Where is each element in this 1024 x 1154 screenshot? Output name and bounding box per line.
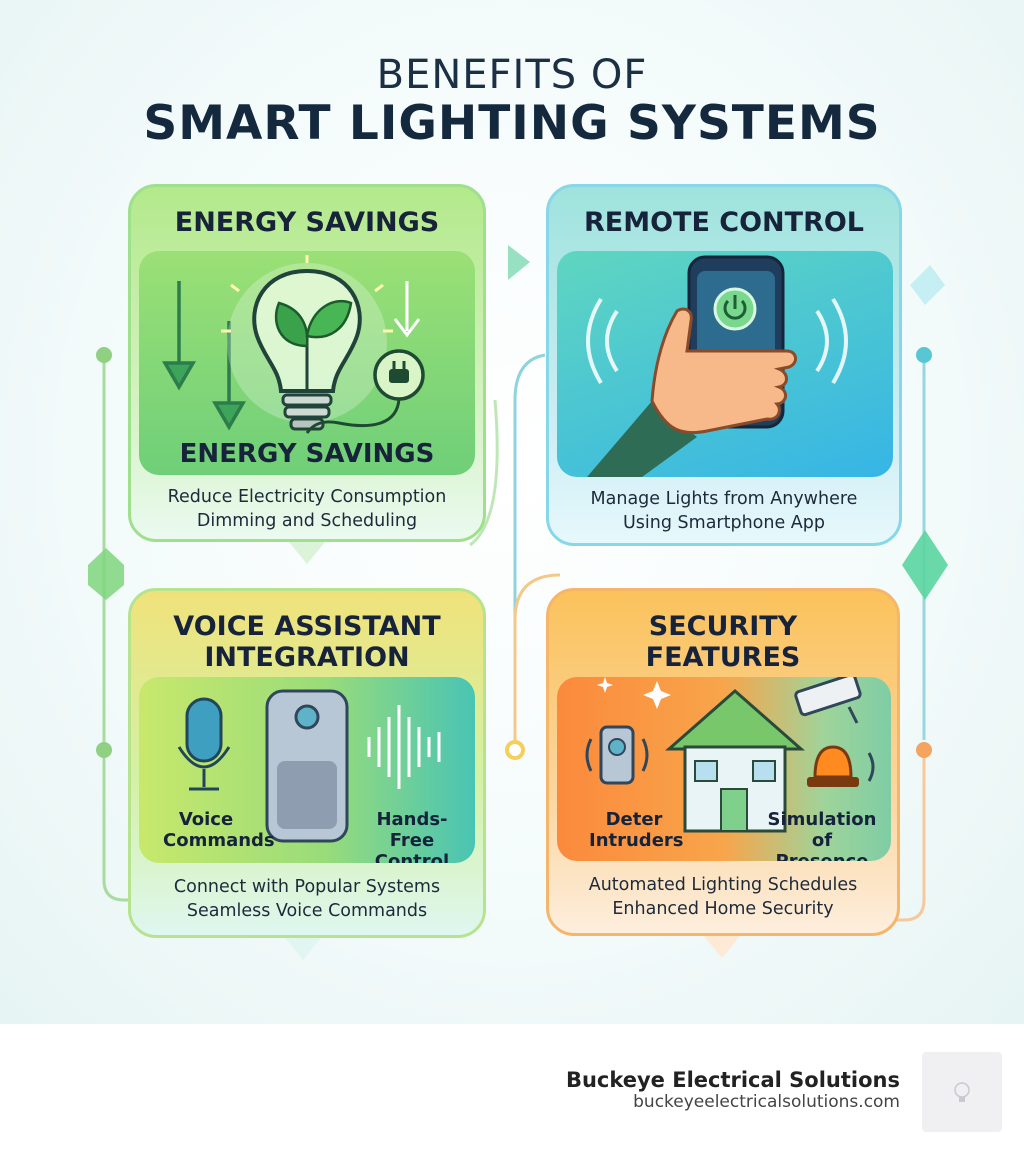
energy-illustration-panel: ENERGY SAVINGS xyxy=(139,251,475,475)
security-desc-line-1: Automated Lighting Schedules xyxy=(588,875,858,895)
energy-card-tail xyxy=(289,542,325,564)
remote-illustration xyxy=(586,255,848,477)
energy-card-title: ENERGY SAVINGS xyxy=(174,207,440,238)
voice-illustration xyxy=(177,689,441,843)
security-title-line-1: SECURITY xyxy=(648,611,798,642)
security-illustration xyxy=(585,677,875,833)
voice-title-line-1: VOICE ASSISTANT xyxy=(173,611,441,642)
simulation-presence-line-2: of Presence xyxy=(776,830,869,861)
header-line-1: BENEFITS OF xyxy=(376,52,648,98)
deter-intruders-line-2: Intruders xyxy=(589,830,684,851)
arrow-down-icon xyxy=(161,281,247,431)
remote-desc-line-2: Using Smartphone App xyxy=(622,513,825,533)
voice-commands-label: Voice Commands xyxy=(163,809,275,851)
footer xyxy=(0,1024,1024,1154)
power-plug-icon xyxy=(305,349,425,434)
microphone-icon xyxy=(177,697,231,791)
security-card-title: SECURITY FEATURES xyxy=(549,611,897,673)
security-features-card: SECURITY FEATURES xyxy=(546,588,900,936)
hands-free-line-1: Hands-Free xyxy=(376,809,448,851)
infographic-canvas: BENEFITS OF SMART LIGHTING SYSTEMS ENERG… xyxy=(0,0,1024,1024)
smart-speaker-icon xyxy=(265,689,349,843)
alarm-light-icon xyxy=(807,745,875,787)
energy-desc-line-2: Dimming and Scheduling xyxy=(196,511,418,531)
simulation-presence-label: Simulation of Presence xyxy=(763,809,881,861)
security-title-line-2: FEATURES xyxy=(645,642,801,673)
brand-logo xyxy=(922,1052,1002,1132)
connector-lines xyxy=(96,347,932,922)
simulation-presence-line-1: Simulation xyxy=(767,809,877,830)
voice-title-line-2: INTEGRATION xyxy=(204,642,410,673)
voice-commands-line-2: Commands xyxy=(163,830,275,851)
header-line-2: SMART LIGHTING SYSTEMS xyxy=(143,96,881,151)
sparkle-icon xyxy=(597,677,671,709)
voice-illustration-panel: Voice Commands Hands-Free Control xyxy=(139,677,475,863)
brand-name: Buckeye Electrical Solutions xyxy=(565,1068,900,1092)
remote-illustration-panel xyxy=(557,251,893,477)
voice-card-description: Connect with Popular Systems Seamless Vo… xyxy=(131,875,483,923)
energy-inner-label: ENERGY SAVINGS xyxy=(179,439,435,469)
decorative-gems xyxy=(88,245,948,600)
brand-url: buckeyeelectricalsolutions.com xyxy=(633,1092,900,1112)
voice-desc-line-1: Connect with Popular Systems xyxy=(173,877,441,897)
energy-card-description: Reduce Electricity Consumption Dimming a… xyxy=(131,485,483,533)
voice-card-title: VOICE ASSISTANT INTEGRATION xyxy=(131,611,483,673)
hands-free-line-2: Control xyxy=(374,851,450,863)
energy-illustration xyxy=(161,255,425,434)
doorbell-icon xyxy=(585,725,649,785)
remote-control-card: REMOTE CONTROL xyxy=(546,184,902,546)
deter-intruders-label: Deter Intruders xyxy=(589,809,684,851)
security-card-description: Automated Lighting Schedules Enhanced Ho… xyxy=(549,873,897,921)
bulb-logo-icon xyxy=(954,1082,970,1102)
security-card-tail xyxy=(704,936,740,958)
voice-assistant-card: VOICE ASSISTANT INTEGRATION xyxy=(128,588,486,938)
voice-desc-line-2: Seamless Voice Commands xyxy=(186,901,428,921)
security-desc-line-2: Enhanced Home Security xyxy=(612,899,834,919)
lightbulb-leaf-icon xyxy=(252,268,362,431)
remote-card-title: REMOTE CONTROL xyxy=(583,207,865,238)
arrow-down-outline-icon xyxy=(393,281,421,338)
house-icon xyxy=(665,689,805,833)
voice-card-tail xyxy=(285,938,321,960)
hands-free-label: Hands-Free Control xyxy=(357,809,467,863)
camera-icon xyxy=(794,677,862,724)
voice-commands-line-1: Voice xyxy=(178,809,234,830)
deter-intruders-line-1: Deter xyxy=(605,809,663,830)
remote-card-description: Manage Lights from Anywhere Using Smartp… xyxy=(549,487,899,535)
energy-desc-line-1: Reduce Electricity Consumption xyxy=(167,487,447,507)
sound-wave-icon xyxy=(367,705,441,789)
security-illustration-panel: Deter Intruders Simulation of Presence xyxy=(557,677,891,861)
remote-desc-line-1: Manage Lights from Anywhere xyxy=(590,489,858,509)
signal-waves-icon xyxy=(586,297,848,385)
energy-savings-card: ENERGY SAVINGS xyxy=(128,184,486,542)
